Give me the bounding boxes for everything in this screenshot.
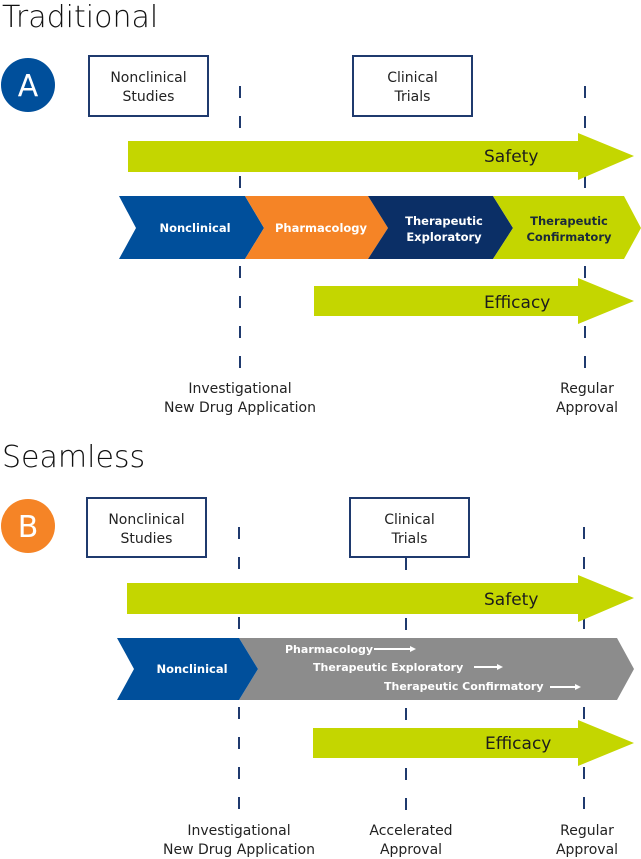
badge-b: B (1, 499, 55, 553)
badge-circle (1, 58, 55, 112)
right-arrow-icon (550, 684, 581, 690)
milestone-label-line: Approval (380, 842, 442, 858)
overlap-item-pharmacology: Pharmacology (285, 643, 416, 656)
badge-a: A (1, 58, 55, 112)
overlap-item-therapeutic-confirmatory: Therapeutic Confirmatory (384, 680, 581, 693)
milestone-label-line: Investigational (188, 381, 291, 397)
box-label-line: Clinical (387, 70, 437, 86)
panel-title: Seamless (2, 440, 145, 475)
badge-letter: B (18, 510, 39, 545)
milestone-label-line: Regular (560, 381, 614, 397)
milestone-label-line: Approval (556, 842, 618, 858)
overlap-item-therapeutic-exploratory: Therapeutic Exploratory (313, 661, 503, 674)
clinical-trials-box: Clinical Trials (352, 55, 473, 117)
badge-circle (1, 499, 55, 553)
segment-therapeutic-confirmatory (493, 196, 641, 259)
safety-arrow: Safety (128, 133, 634, 180)
box-label-line: Trials (391, 531, 428, 547)
safety-label: Safety (484, 590, 538, 610)
box-label-line: Nonclinical (110, 70, 186, 86)
milestone-accelerated-approval: Accelerated Approval (369, 823, 452, 858)
nonclinical-studies-box: Nonclinical Studies (86, 497, 207, 558)
right-arrow-icon (474, 664, 503, 670)
segment-label: Confirmatory (526, 230, 612, 244)
right-arrow-icon (374, 646, 416, 652)
panel-title: Traditional (2, 0, 158, 35)
milestone-label-line: Accelerated (369, 823, 452, 839)
box-label-line: Nonclinical (108, 512, 184, 528)
efficacy-arrow: Efficacy (313, 720, 634, 766)
milestone-ind: Investigational New Drug Application (164, 381, 316, 416)
box-label-line: Studies (121, 531, 173, 547)
phase-chevrons: Nonclinical Pharmacology Therapeutic Exp… (117, 638, 634, 700)
segment-pharmacology (245, 196, 388, 259)
segment-nonclinical (117, 638, 258, 700)
segment-label: Nonclinical (159, 221, 230, 235)
safety-arrow: Safety (127, 575, 634, 622)
overlap-label: Therapeutic Confirmatory (384, 680, 544, 693)
efficacy-label: Efficacy (484, 293, 550, 313)
clinical-trials-box: Clinical Trials (349, 497, 470, 558)
milestone-ind: Investigational New Drug Application (163, 823, 315, 858)
nonclinical-studies-box: Nonclinical Studies (88, 55, 209, 117)
segment-label: Therapeutic (530, 214, 608, 228)
milestone-regular-approval: Regular Approval (556, 823, 618, 858)
safety-label: Safety (484, 147, 538, 167)
segment-clinical-overlap (239, 638, 634, 700)
milestone-label-line: Approval (556, 400, 618, 416)
badge-letter: A (18, 69, 39, 104)
overlap-label: Therapeutic Exploratory (313, 661, 463, 674)
segment-therapeutic-exploratory (368, 196, 513, 259)
segment-nonclinical (119, 196, 264, 259)
segment-label: Therapeutic (405, 214, 483, 228)
segment-label: Pharmacology (275, 221, 368, 235)
panel-traditional: Traditional A Nonclinical Studies Clinic… (1, 0, 641, 416)
phase-chevrons: Nonclinical Pharmacology Therapeutic Exp… (119, 196, 641, 259)
milestone-label-line: Investigational (187, 823, 290, 839)
efficacy-arrow: Efficacy (314, 278, 634, 324)
segment-label: Nonclinical (156, 662, 227, 676)
milestone-label-line: Regular (560, 823, 614, 839)
efficacy-label: Efficacy (485, 734, 551, 754)
milestone-label-line: New Drug Application (163, 842, 315, 858)
overlap-label: Pharmacology (285, 643, 373, 656)
panel-seamless: Seamless B Nonclinical Studies Clinical … (1, 440, 634, 858)
box-label-line: Studies (123, 89, 175, 105)
segment-label: Exploratory (406, 230, 482, 244)
milestone-label-line: New Drug Application (164, 400, 316, 416)
milestone-regular-approval: Regular Approval (556, 381, 618, 416)
box-label-line: Clinical (384, 512, 434, 528)
box-label-line: Trials (394, 89, 431, 105)
